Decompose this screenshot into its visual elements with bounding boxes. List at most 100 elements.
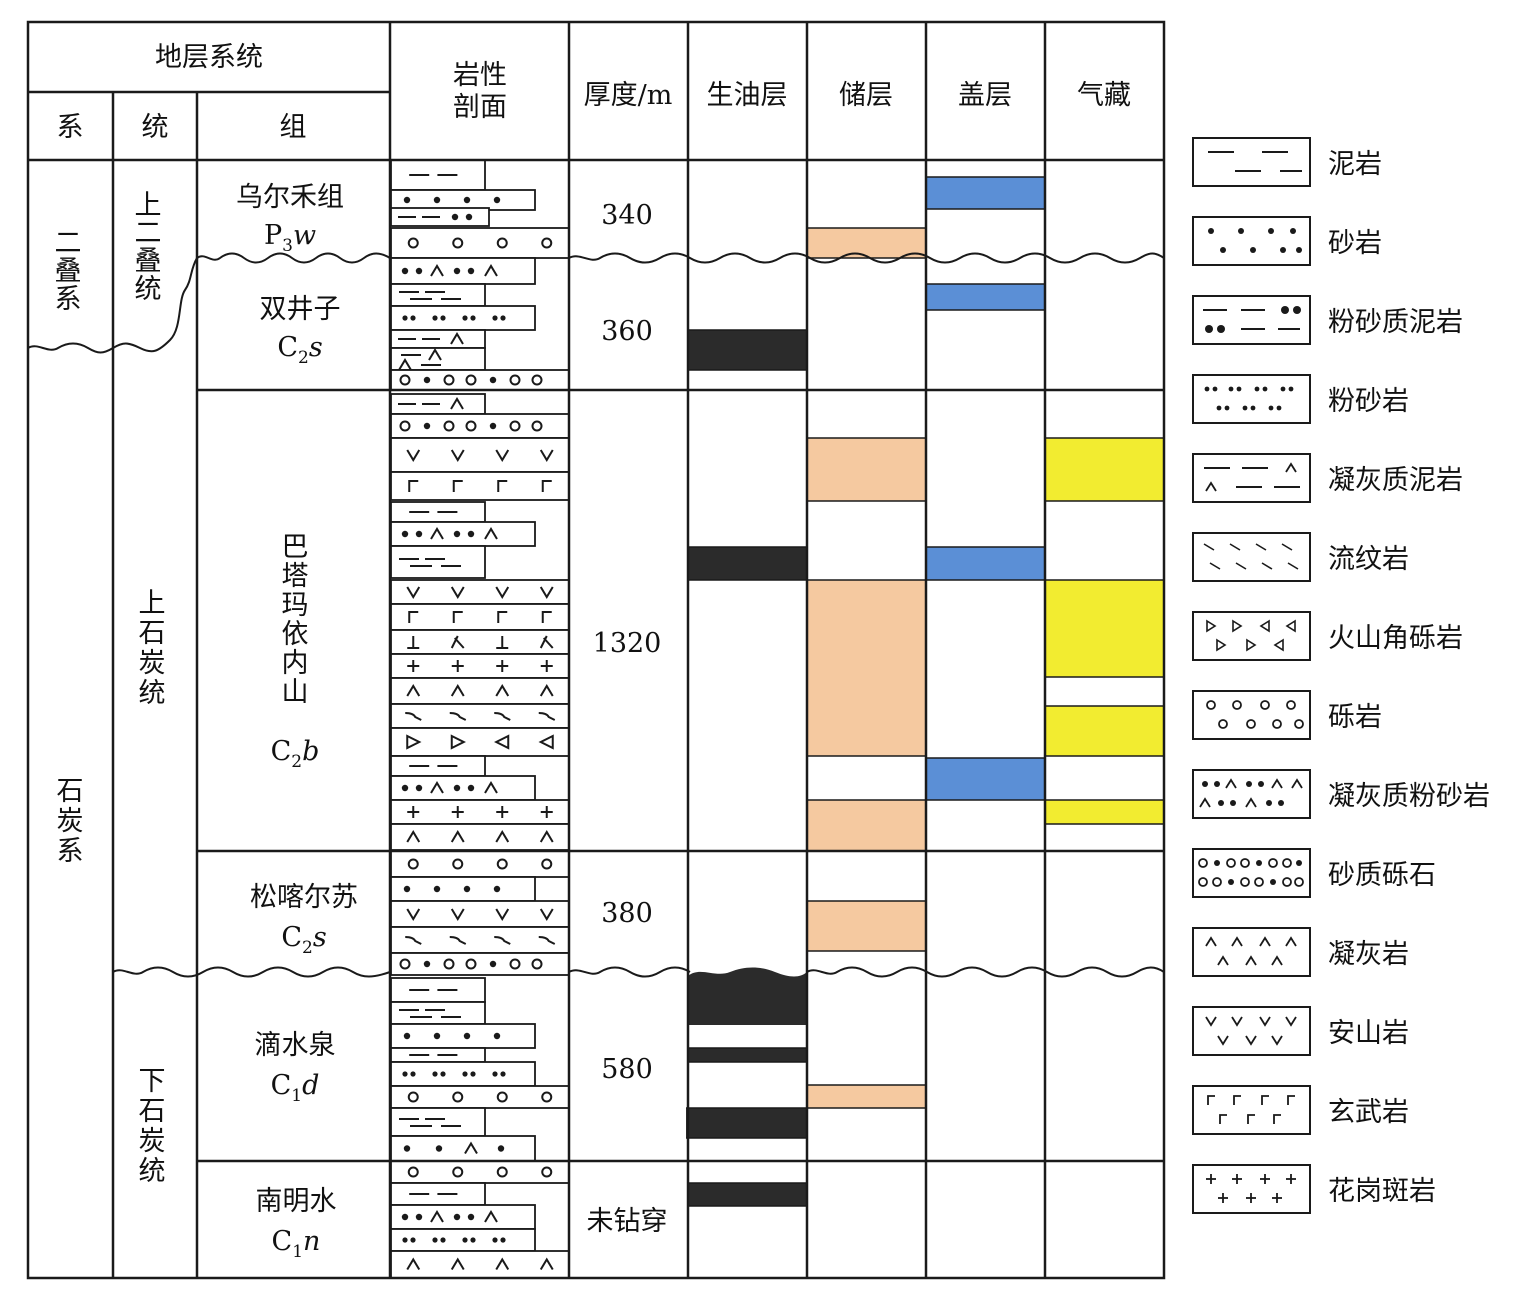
- legend-item-sand: 砂岩: [1192, 216, 1382, 266]
- legend-label: 花岗斑岩: [1328, 1176, 1436, 1207]
- cap-rock-zone: [926, 284, 1045, 310]
- gas-reservoir-zone: [1045, 800, 1164, 824]
- header-reservoir: 储层: [839, 80, 893, 111]
- lithology-layer: [390, 926, 570, 954]
- legend-swatch: [1192, 690, 1311, 740]
- lithology-layer: [390, 329, 486, 349]
- lithology-layer: [390, 393, 486, 415]
- legend-swatch: [1192, 611, 1311, 661]
- series-upper-permian-char: 二: [135, 218, 162, 249]
- lithology-layer: [390, 1023, 536, 1049]
- legend-item-tuff_mud: 凝灰质泥岩: [1192, 453, 1463, 503]
- legend-label: 玄武岩: [1328, 1097, 1409, 1128]
- series-lower-carboniferous-char: 下: [139, 1066, 166, 1097]
- lithology-layer: [390, 677, 570, 705]
- legend-label: 砾岩: [1328, 702, 1382, 733]
- header: 地层系统 系 统 组 岩性 剖面 厚度/m 生油层 储层 盖层 气藏: [57, 42, 1132, 143]
- source-rock-zone: [688, 547, 807, 580]
- lithology-layer: [390, 283, 486, 307]
- legend-label: 凝灰质粉砂岩: [1328, 781, 1490, 812]
- lithology-layer: [390, 1085, 570, 1109]
- zone-fills: [686, 176, 1164, 1207]
- header-thickness: 厚度/m: [584, 80, 673, 111]
- system-carboniferous-char: 炭: [57, 806, 84, 837]
- lithology-layer: [390, 1182, 486, 1206]
- lithology-layer: [390, 501, 486, 523]
- legend-item-mud: 泥岩: [1192, 137, 1382, 187]
- legend-label: 流纹岩: [1328, 544, 1409, 575]
- lithology-layer: [390, 1228, 536, 1252]
- thickness-value: 未钻穿: [587, 1206, 668, 1237]
- series-upper-carboniferous-char: 石: [139, 618, 166, 649]
- formation-name-char: 依: [282, 619, 309, 650]
- thickness-value: 360: [601, 316, 653, 347]
- lithology-layer: [390, 207, 490, 227]
- header-lithology-line1: 岩性: [453, 60, 507, 91]
- source-rock-zone: [688, 1183, 807, 1206]
- lithology-layer: [390, 1204, 536, 1230]
- legend-label: 火山角砾岩: [1328, 623, 1463, 654]
- lithology-layer: [390, 977, 486, 1003]
- formation-name-char: 玛: [282, 590, 309, 621]
- legend-item-sandy_gravel: 砂质砾石: [1192, 848, 1436, 898]
- legend-item-conglomerate: 砾岩: [1192, 690, 1382, 740]
- legend-label: 粉砂岩: [1328, 386, 1409, 417]
- legend-item-breccia: 火山角砾岩: [1192, 611, 1463, 661]
- series-upper-carboniferous-char: 炭: [139, 648, 166, 679]
- formation-name: 双井子: [260, 294, 341, 325]
- lithology-layer: [390, 1135, 536, 1162]
- unconformity-carboniferous-right: [568, 966, 1165, 978]
- thickness-value: 380: [601, 898, 653, 929]
- lithology-layer: [390, 413, 570, 439]
- series-upper-permian-char: 叠: [135, 246, 162, 277]
- formation-code: C2b: [271, 736, 320, 772]
- legend-swatch: [1192, 532, 1311, 582]
- lithology-layer: [390, 775, 536, 801]
- formation-name: 松喀尔苏: [250, 882, 358, 913]
- formation-code: C1n: [272, 1226, 321, 1262]
- unconformity-carboniferous: [112, 966, 391, 978]
- lithology-layer: [390, 629, 570, 655]
- cap-rock-zone: [926, 547, 1045, 580]
- reservoir-zone: [807, 580, 926, 756]
- series-lower-carboniferous-char: 统: [139, 1156, 166, 1187]
- legend-item-rhyolite: 流纹岩: [1192, 532, 1409, 582]
- formation-name: 乌尔禾组: [236, 182, 344, 213]
- unconformity-permian-base: [196, 252, 391, 264]
- legend-item-tuff_silt: 凝灰质粉砂岩: [1192, 769, 1490, 819]
- header-cap-rock: 盖层: [958, 80, 1012, 111]
- formation-name: 南明水: [256, 1186, 337, 1217]
- lithology-layer: [390, 1001, 486, 1025]
- header-lithology-line2: 剖面: [453, 92, 507, 123]
- system-permian-char: 二: [55, 228, 82, 259]
- system-carboniferous-char: 系: [57, 836, 84, 867]
- system-permian-char: 叠: [55, 256, 82, 287]
- reservoir-zone: [807, 800, 926, 851]
- legend-label: 砂岩: [1328, 228, 1382, 259]
- unconformity-lines: [27, 252, 1165, 978]
- reservoir-zone: [807, 1085, 926, 1108]
- unconformity-system-boundary: [27, 257, 198, 354]
- system-permian: 二叠系: [55, 228, 82, 315]
- lithology-layer: [390, 1107, 486, 1137]
- legend-swatch: [1192, 374, 1311, 424]
- legend-item-basalt: 玄武岩: [1192, 1085, 1409, 1135]
- lithology-layer: [390, 823, 570, 851]
- reservoir-zone: [807, 438, 926, 501]
- thickness-value: 1320: [593, 628, 662, 659]
- legend-label: 砂质砾石: [1328, 860, 1436, 891]
- source-rock-zone: [688, 330, 807, 370]
- header-system: 系: [57, 112, 84, 143]
- gas-reservoir-zone: [1045, 580, 1164, 677]
- lithology-layer: [390, 876, 536, 902]
- system-carboniferous: 石炭系: [57, 776, 84, 867]
- lithology-layer: [390, 545, 486, 579]
- series-lower-carboniferous-char: 石: [139, 1096, 166, 1127]
- series-lower-carboniferous-char: 炭: [139, 1126, 166, 1157]
- legend-swatch: [1192, 453, 1311, 503]
- lithology-layer: [390, 952, 570, 976]
